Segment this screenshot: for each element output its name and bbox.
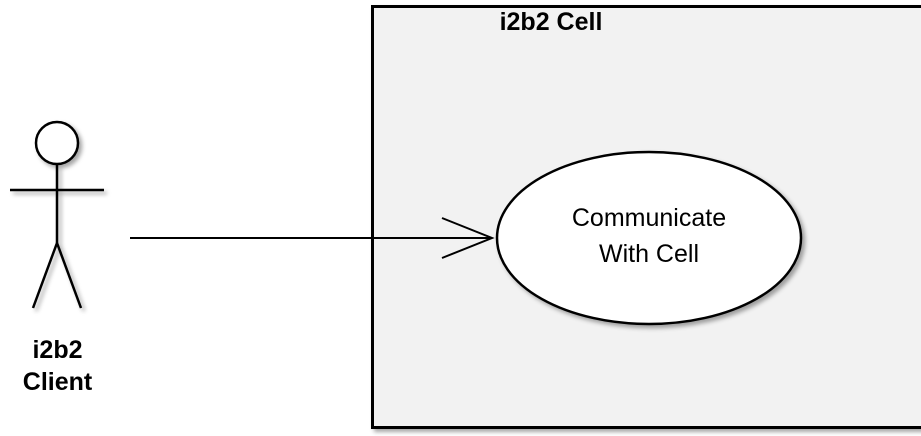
usecase-label-line2: With Cell (598, 240, 699, 268)
actor-right-leg (55, 242, 83, 309)
actor-icon (10, 120, 104, 309)
usecase-ellipse (495, 150, 803, 326)
cell-title: i2b2 Cell (499, 8, 603, 36)
association-arrow (130, 217, 495, 259)
actor-label-line2: Client (22, 368, 93, 396)
actor-label-line1: i2b2 (32, 336, 83, 364)
usecase-label: Communicate With Cell (499, 200, 799, 272)
usecase-label-line1: Communicate (571, 204, 727, 232)
actor-label: i2b2 Client (0, 334, 115, 398)
actor-head (34, 120, 80, 166)
arrowhead (441, 217, 495, 259)
actor-left-leg (31, 242, 59, 309)
